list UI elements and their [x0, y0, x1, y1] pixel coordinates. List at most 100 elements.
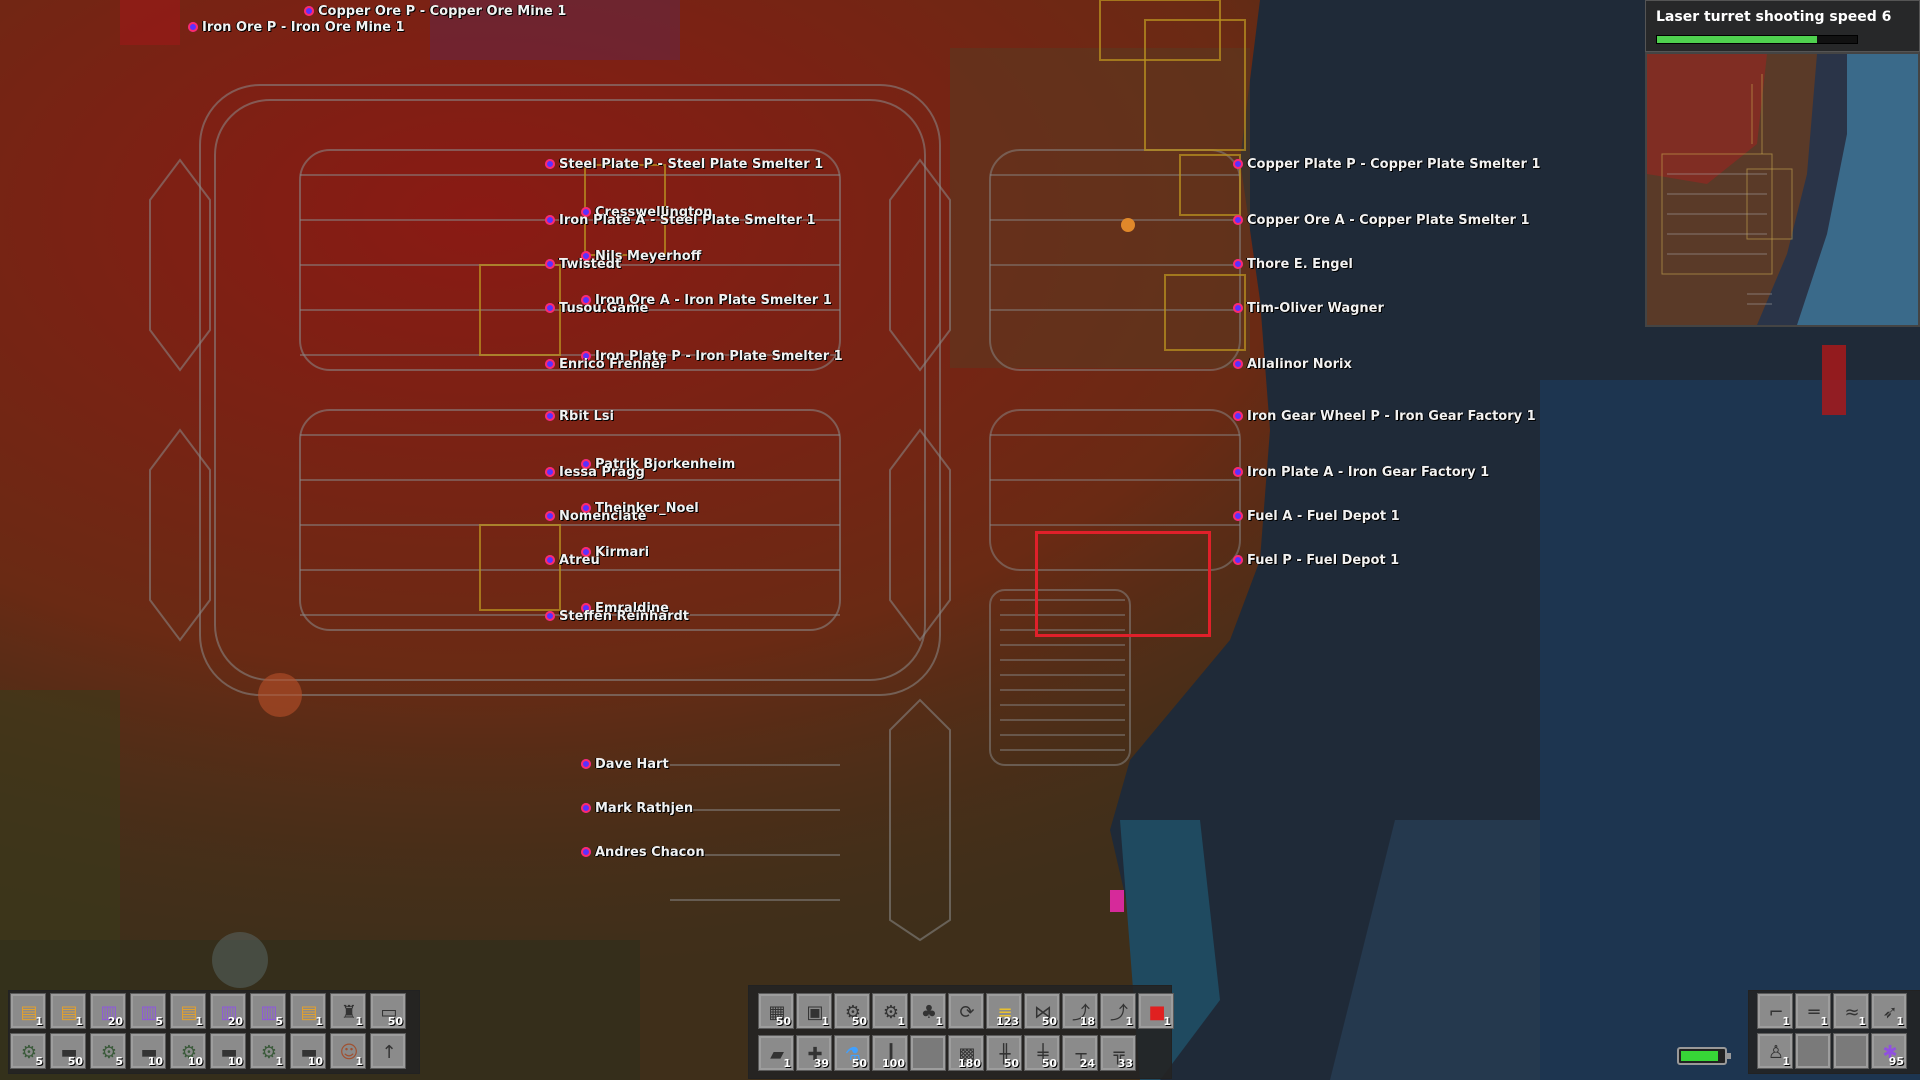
inventory-slot[interactable]: ▤1	[50, 993, 86, 1029]
player-marker-icon	[545, 411, 555, 421]
map-label: Fuel A - Fuel Depot 1	[1233, 509, 1400, 524]
inventory-slot[interactable]: ⋈50	[1024, 993, 1060, 1029]
inventory-slot[interactable]: ⤴18	[1062, 993, 1098, 1029]
inventory-slot[interactable]: ▬10	[290, 1033, 326, 1069]
chest-icon: ▬	[220, 1041, 238, 1063]
map-label-text: Cresswellington	[595, 205, 713, 220]
inventory-slot[interactable]: ■1	[1138, 993, 1174, 1029]
inventory-slot[interactable]: ≡123	[986, 993, 1022, 1029]
inventory-slot[interactable]: ➶1	[1871, 993, 1907, 1029]
map-label-text: Iron Ore P - Iron Ore Mine 1	[202, 20, 405, 35]
map-label: Emraldine	[581, 601, 669, 616]
inventory-slot[interactable]: ▩180	[948, 1035, 984, 1071]
slot-count: 1	[897, 1015, 905, 1028]
inventory-slot[interactable]: ✱95	[1871, 1033, 1907, 1069]
slot-count: 20	[107, 1015, 123, 1028]
inventory-slot[interactable]: ▤1	[10, 993, 46, 1029]
slot-count: 1	[821, 1015, 829, 1028]
player-marker-icon	[581, 803, 591, 813]
map-label-text: Dave Hart	[595, 757, 669, 772]
inventory-slot[interactable]: ╪50	[1024, 1035, 1060, 1071]
inventory-slot[interactable]: ⚙1	[250, 1033, 286, 1069]
minimap[interactable]	[1645, 52, 1920, 327]
brick-icon: ▩	[958, 1043, 976, 1065]
map-label: Iron Plate A - Steel Plate Smelter 1	[545, 213, 815, 228]
map-label: Enrico Frenner	[545, 357, 666, 372]
inventory-slot[interactable]: ⤴1	[1100, 993, 1136, 1029]
blueprint-book-icon: ▥	[100, 1001, 118, 1023]
chest-icon: ▬	[60, 1041, 78, 1063]
inventory-slot[interactable]: ▭50	[370, 993, 406, 1029]
inventory-slot[interactable]: ▰1	[758, 1035, 794, 1071]
map-label-text: Fuel A - Fuel Depot 1	[1247, 509, 1400, 524]
character-icon: ☺	[339, 1041, 359, 1063]
empty-slot[interactable]	[910, 1035, 946, 1071]
inventory-slot[interactable]: ┃100	[872, 1035, 908, 1071]
empty-slot[interactable]	[1795, 1033, 1831, 1069]
wooden-chest-icon: ▦	[768, 1001, 786, 1023]
inventory-slot[interactable]: ⚗50	[834, 1035, 870, 1071]
inventory-slot[interactable]: ▬10	[130, 1033, 166, 1069]
assembler-icon: ⚙	[20, 1041, 38, 1063]
inventory-slot[interactable]: ▥20	[90, 993, 126, 1029]
slot-count: 1	[1125, 1015, 1133, 1028]
empty-slot[interactable]	[1833, 1033, 1869, 1069]
map-label-text: Iron Plate P - Iron Plate Smelter 1	[595, 349, 843, 364]
inventory-slot[interactable]: ⚙5	[90, 1033, 126, 1069]
slot-count: 20	[227, 1015, 243, 1028]
rail-signal-icon: ╪	[1037, 1043, 1049, 1065]
map-label-text: Steel Plate P - Steel Plate Smelter 1	[559, 157, 824, 172]
inventory-slot[interactable]: ⚙1	[872, 993, 908, 1029]
slot-count: 1	[1858, 1015, 1866, 1028]
inventory-slot[interactable]: ═1	[1795, 993, 1831, 1029]
inventory-slot[interactable]: ⚙10	[170, 1033, 206, 1069]
inventory-slot[interactable]: ╫50	[986, 1035, 1022, 1071]
map-label: Atreu	[545, 553, 600, 568]
inventory-slot[interactable]: ┬24	[1062, 1035, 1098, 1071]
rifle-icon: ═	[1808, 1001, 1820, 1023]
inventory-slot[interactable]: ♣1	[910, 993, 946, 1029]
inventory-slot[interactable]: ▤1	[290, 993, 326, 1029]
inventory-slot[interactable]: ▬10	[210, 1033, 246, 1069]
map-label-text: Emraldine	[595, 601, 669, 616]
engine-icon: ♣	[920, 1001, 938, 1023]
slot-count: 10	[187, 1055, 203, 1068]
inventory-slot[interactable]: ⚙50	[834, 993, 870, 1029]
map-label-text: Iron Plate A - Iron Gear Factory 1	[1247, 465, 1490, 480]
inventory-slot[interactable]: ✚39	[796, 1035, 832, 1071]
inventory-slot[interactable]: ▥20	[210, 993, 246, 1029]
map-label-text: Iron Ore A - Iron Plate Smelter 1	[595, 293, 832, 308]
arrow-up-icon: ↑	[381, 1041, 397, 1063]
map-label-text: Patrik Bjorkenheim	[595, 457, 736, 472]
slot-count: 1	[1820, 1015, 1828, 1028]
inventory-slot[interactable]: ╦33	[1100, 1035, 1136, 1071]
blue-inserter-icon: ⤴	[1110, 1003, 1128, 1024]
inventory-slot[interactable]: ▤1	[170, 993, 206, 1029]
slot-count: 1	[1782, 1015, 1790, 1028]
player-marker-icon	[545, 611, 555, 621]
inventory-slot[interactable]: ≈1	[1833, 993, 1869, 1029]
capsule-icon: ✱	[1882, 1041, 1898, 1063]
slot-count: 50	[775, 1015, 791, 1028]
slot-count: 1	[1782, 1055, 1790, 1068]
inventory-slot[interactable]: ▦50	[758, 993, 794, 1029]
research-progress-panel[interactable]: Laser turret shooting speed 6	[1645, 0, 1920, 52]
player-marker-icon	[581, 847, 591, 857]
inventory-slot[interactable]: ⚙5	[10, 1033, 46, 1069]
map-label-text: Tim-Oliver Wagner	[1247, 301, 1384, 316]
inventory-slot[interactable]: ♜1	[330, 993, 366, 1029]
inventory-slot[interactable]: ▥5	[130, 993, 166, 1029]
map-label-text: Iron Plate A - Steel Plate Smelter 1	[559, 213, 816, 228]
inventory-slot[interactable]: ▥5	[250, 993, 286, 1029]
inventory-slot[interactable]: ▬50	[50, 1033, 86, 1069]
inventory-slot[interactable]: ▣1	[796, 993, 832, 1029]
map-label: Tusou.Game	[545, 301, 648, 316]
inventory-slot[interactable]: ⌐1	[1757, 993, 1793, 1029]
inventory-slot[interactable]: ⟳	[948, 993, 984, 1029]
inventory-slot[interactable]: ☺1	[330, 1033, 366, 1069]
player-marker-icon	[1233, 411, 1243, 421]
inventory-slot[interactable]: ↑	[370, 1033, 406, 1069]
map-label: Rbit Lsi	[545, 409, 614, 424]
inventory-slot[interactable]: ♙1	[1757, 1033, 1793, 1069]
